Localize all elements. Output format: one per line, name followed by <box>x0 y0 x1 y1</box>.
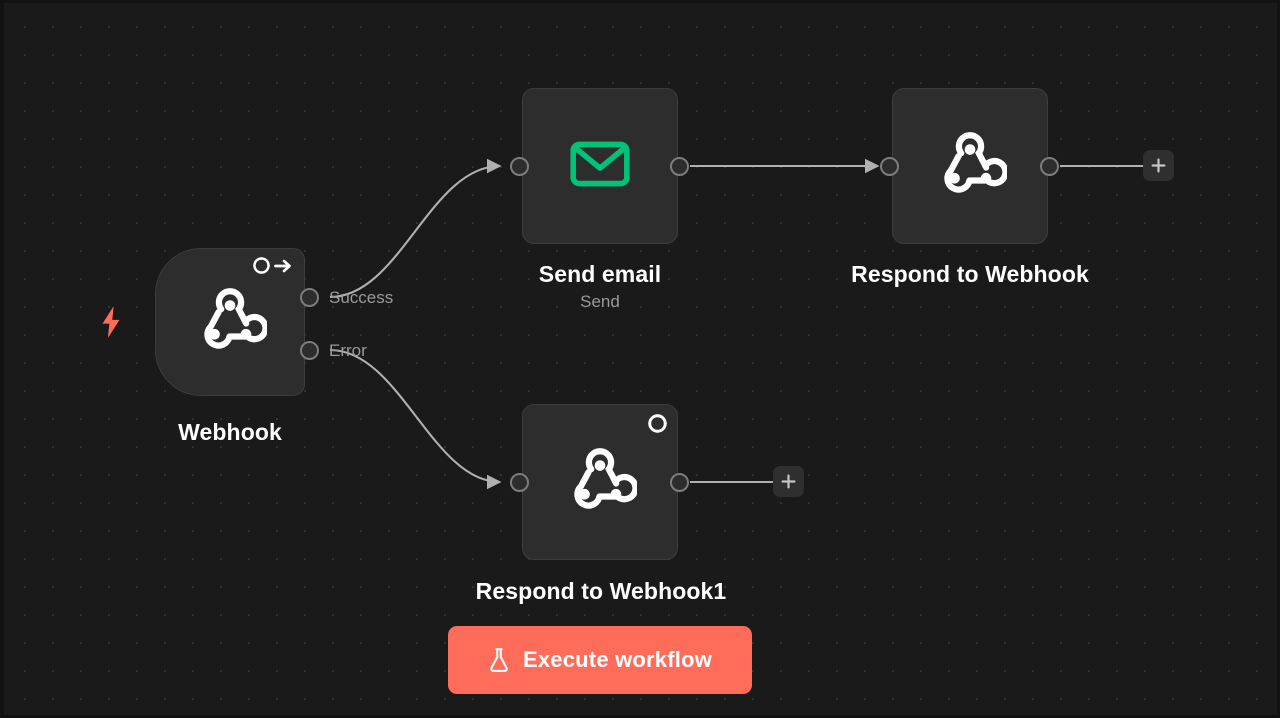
flask-icon <box>488 647 510 673</box>
node-caption-webhook: Webhook <box>178 418 282 446</box>
trigger-bolt-icon <box>98 305 124 344</box>
port-respond-to-webhook1-output[interactable] <box>670 473 689 492</box>
pinned-data-icon[interactable] <box>252 256 293 275</box>
envelope-icon <box>567 131 633 202</box>
node-send-email[interactable] <box>522 88 678 244</box>
edge-webhook-success-to-send-email[interactable] <box>329 158 502 299</box>
unfinished-icon[interactable] <box>647 413 668 434</box>
node-caption-respond-to-webhook: Respond to Webhook <box>851 260 1089 288</box>
port-send-email-output[interactable] <box>670 157 689 176</box>
node-title-webhook: Webhook <box>178 419 282 445</box>
webhook-icon <box>563 443 639 522</box>
add-node-button-respond-to-webhook1[interactable] <box>773 466 804 497</box>
node-title-send-email: Send email <box>538 261 662 287</box>
node-respond-to-webhook[interactable] <box>892 88 1048 244</box>
port-label-error: Error <box>329 341 367 360</box>
port-respond-to-webhook-output[interactable] <box>1040 157 1059 176</box>
node-caption-send-email: Send email Send <box>539 260 661 314</box>
node-subtitle-send-email: Send <box>580 292 620 311</box>
add-node-button-respond-to-webhook[interactable] <box>1143 150 1174 181</box>
webhook-icon <box>193 283 269 362</box>
port-respond-to-webhook-input[interactable] <box>880 157 899 176</box>
execute-workflow-label: Execute workflow <box>522 647 713 672</box>
webhook-icon <box>933 127 1009 206</box>
node-title-respond-to-webhook: Respond to Webhook <box>851 261 1089 287</box>
node-caption-respond-to-webhook1: Respond to Webhook1 <box>476 577 727 605</box>
port-send-email-input[interactable] <box>510 157 529 176</box>
port-respond-to-webhook1-input[interactable] <box>510 473 529 492</box>
node-title-respond-to-webhook1: Respond to Webhook1 <box>475 578 727 604</box>
node-webhook[interactable] <box>155 248 305 396</box>
node-respond-to-webhook1[interactable] <box>522 404 678 560</box>
port-label-success: Success <box>329 288 394 307</box>
execute-workflow-button[interactable]: Execute workflow <box>448 626 752 694</box>
port-webhook-output-error[interactable] <box>300 341 319 360</box>
edge-webhook-error-to-respond-webhook1[interactable] <box>329 348 502 490</box>
port-webhook-output-success[interactable] <box>300 288 319 307</box>
